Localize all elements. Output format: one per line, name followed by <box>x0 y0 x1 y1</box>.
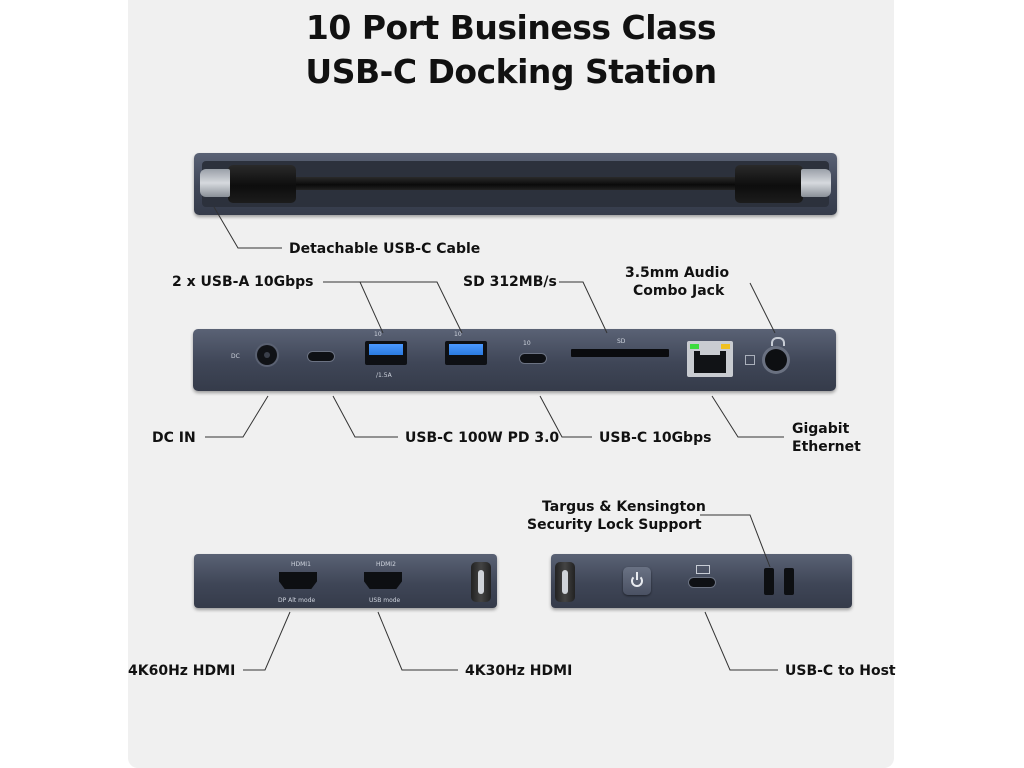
usb-a-port-1 <box>365 341 407 365</box>
security-lock-slot-1 <box>764 568 774 595</box>
leader-usb-a-1 <box>323 281 384 334</box>
hdmi2-text: HDMI2 <box>376 561 396 568</box>
laptop-charge-icon <box>696 565 710 574</box>
cable-plug-right <box>735 165 803 203</box>
cable-end-usb-c-icon <box>555 562 575 602</box>
leader-detachable-cable <box>213 206 282 249</box>
sd-card-slot <box>571 349 669 357</box>
usb-c-speed: 10 <box>523 340 531 347</box>
power-icon <box>631 575 643 587</box>
hdmi-port-2 <box>364 572 402 589</box>
label-hdmi-4k60: 4K60Hz HDMI <box>128 663 236 679</box>
leader-sd <box>559 281 608 334</box>
label-usb-c-10g: USB-C 10Gbps <box>599 430 712 446</box>
power-button[interactable] <box>623 567 651 595</box>
label-usb-c-pd: USB-C 100W PD 3.0 <box>405 430 560 446</box>
usb-c-cable <box>284 177 747 190</box>
label-security-lock-line-1: Targus & Kensington <box>542 499 706 515</box>
label-audio-line-1: 3.5mm Audio <box>625 265 730 281</box>
leader-dc-in <box>205 395 269 438</box>
label-ethernet-line-1: Gigabit <box>792 421 850 437</box>
network-icon <box>745 355 755 365</box>
usb-c-connector-left-icon <box>200 169 230 197</box>
label-audio-line-2: Combo Jack <box>633 283 725 299</box>
label-dc-in: DC IN <box>152 430 196 446</box>
title-line-2: USB-C Docking Station <box>305 52 717 91</box>
hdmi2-mode-text: USB mode <box>369 597 401 604</box>
hdmi-port-1 <box>279 572 317 589</box>
label-security-lock-line-2: Security Lock Support <box>527 517 702 533</box>
label-sd: SD 312MB/s <box>463 274 557 290</box>
usb-a-port-2 <box>445 341 487 365</box>
label-usb-a: 2 x USB-A 10Gbps <box>172 274 314 290</box>
sd-text: SD <box>617 338 626 345</box>
dock-hdmi-side-view: HDMI1 DP Alt mode HDMI2 USB mode <box>194 554 497 608</box>
dc-text: DC <box>231 353 240 360</box>
security-lock-slot-2 <box>784 568 794 595</box>
label-detachable-cable: Detachable USB-C Cable <box>289 241 481 257</box>
hdmi1-text: HDMI1 <box>291 561 311 568</box>
dock-top-view <box>194 153 837 215</box>
leader-security-lock <box>700 514 771 568</box>
hdmi1-mode-text: DP Alt mode <box>278 597 316 604</box>
leader-hdmi-4k60 <box>243 611 291 671</box>
usb-c-host-port <box>689 578 715 587</box>
cable-plug-left <box>228 165 296 203</box>
label-usb-c-host: USB-C to Host <box>785 663 896 679</box>
leader-audio <box>749 282 776 334</box>
usb-c-connector-right-icon <box>801 169 831 197</box>
usb-c-10g-port <box>520 354 546 363</box>
usb-a-1-speed: 10 <box>374 331 382 338</box>
ethernet-port <box>687 341 733 377</box>
usb-a-current-text: /1.5A <box>376 372 392 379</box>
dock-host-side-view <box>551 554 852 608</box>
leader-usb-c-10g <box>539 395 592 438</box>
usb-c-pd-port <box>308 352 334 361</box>
dc-in-port <box>257 345 277 365</box>
leader-ethernet <box>711 395 784 438</box>
leader-hdmi-4k30 <box>377 611 458 671</box>
label-ethernet-line-2: Ethernet <box>792 439 861 455</box>
usb-a-2-speed: 10 <box>454 331 462 338</box>
dock-front-view: DC 10 /1.5A 10 10 SD <box>193 329 836 391</box>
audio-jack-port <box>765 349 787 371</box>
title-line-1: 10 Port Business Class <box>305 8 717 47</box>
label-hdmi-4k30: 4K30Hz HDMI <box>465 663 573 679</box>
leader-usb-a-2 <box>323 281 463 334</box>
headphone-icon <box>771 337 785 346</box>
cable-end-usb-c-icon <box>471 562 491 602</box>
leader-usb-c-host <box>704 611 778 671</box>
leader-usb-c-pd <box>332 395 398 438</box>
